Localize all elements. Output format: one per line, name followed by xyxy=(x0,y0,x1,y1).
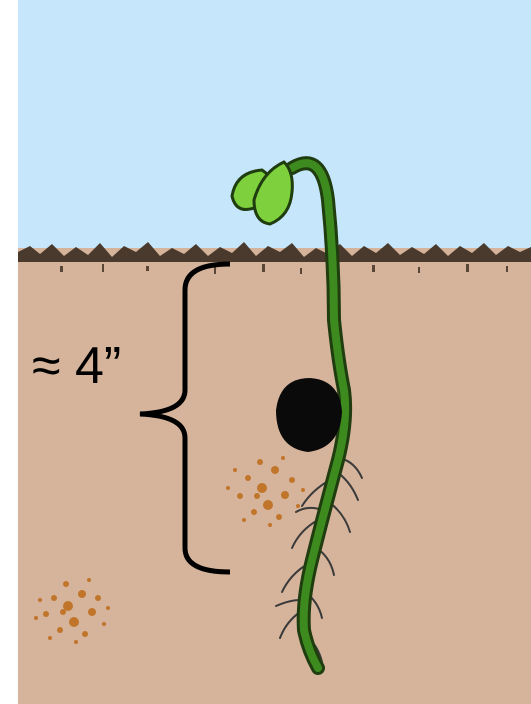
depth-label: ≈ 4” xyxy=(32,336,121,396)
soil xyxy=(18,248,531,704)
